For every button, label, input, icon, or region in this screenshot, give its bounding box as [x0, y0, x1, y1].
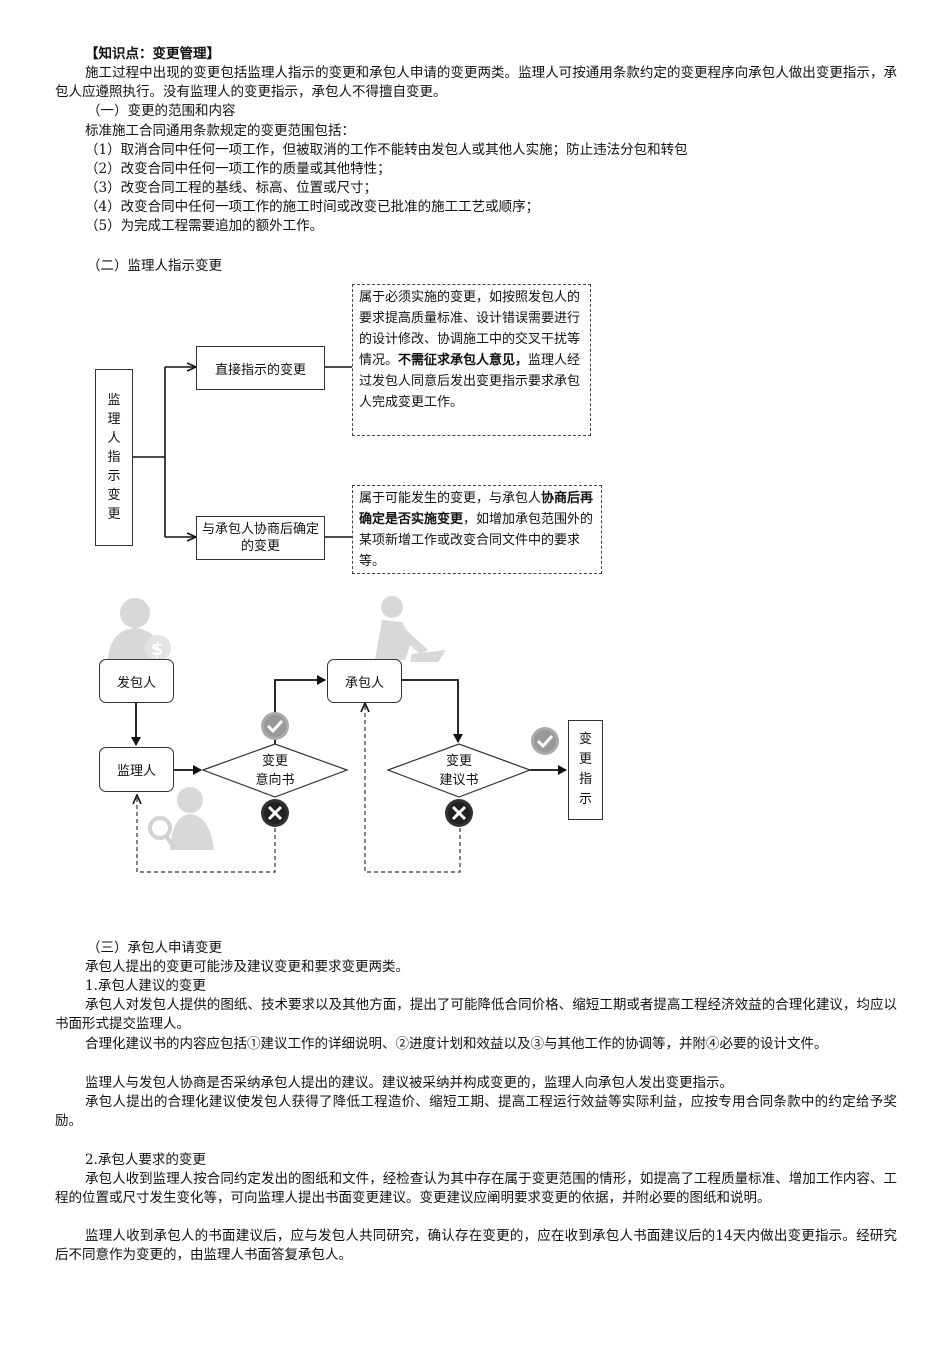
note1-text-a: 属于必须实施的变更，如按照发包人的要求提高质量标准、设计错误需要进行的设计修改、… [359, 290, 581, 368]
paragraph-p4: 承包人提出的合理化建议使发包人获得了降低工程造价、缩短工期、提高工程运行效益等实… [55, 1094, 897, 1129]
contractor-label: 承包人 [344, 675, 384, 691]
scope-item-4: （4）改变合同中任何一项工作的施工时间或改变已批准的施工工艺或顺序； [85, 199, 540, 215]
scope-item-1: （1）取消合同中任何一项工作，但被取消的工作不能转由发包人或其他人实施；防止违法… [85, 142, 688, 158]
supervisor-instruction-root: 监 理 人 指 示 变 更 [95, 369, 133, 546]
root-char: 人 [107, 431, 121, 446]
note1-text-bold: 不需征求承包人意见， [398, 353, 529, 368]
result-char: 示 [578, 792, 592, 807]
paragraph-p3: 监理人与发包人协商是否采纳承包人提出的建议。建议被采纳并构成变更的，监理人向承包… [85, 1075, 733, 1091]
section3-heading: （三）承包人申请变更 [87, 940, 222, 956]
subsection1-heading: 1.承包人建议的变更 [85, 978, 206, 994]
direct-instruction-note: 属于必须实施的变更，如按照发包人的要求提高质量标准、设计错误需要进行的设计修改、… [352, 284, 591, 436]
root-char: 指 [107, 450, 121, 465]
intent-letter-line1: 变更 [261, 754, 288, 769]
note2-text-bold: 协商后再确定是否实施变更 [359, 491, 594, 527]
person-magnifier-icon [148, 787, 214, 850]
direct-instruction-box: 直接指示的变更 [196, 346, 325, 390]
negotiated-change-note: 属于可能发生的变更，与承包人协商后再确定是否实施变更，如增加承包范围外的某项新增… [352, 485, 602, 574]
result-char: 变 [578, 732, 592, 747]
paragraph-p5: 承包人收到监理人按合同约定发出的图纸和文件，经检查认为其中存在属于变更范围的情形… [55, 1171, 897, 1206]
intro-paragraph: 施工过程中出现的变更包括监理人指示的变更和承包人申请的变更两类。监理人可按通用条… [55, 65, 897, 100]
check-icon [531, 727, 559, 755]
scope-item-5: （5）为完成工程需要追加的额外工作。 [85, 218, 324, 234]
person-money-icon: $ [108, 598, 171, 661]
scope-item-2: （2）改变合同中任何一项工作的质量或其他特性； [85, 161, 391, 177]
intent-letter-diamond [201, 743, 349, 798]
note2-text-b: ，如增加承包范围外的某项新增工作或改变合同文件中的要求等。 [359, 512, 594, 569]
root-char: 更 [107, 507, 121, 522]
employer-node: 发包人 [99, 659, 174, 703]
check-icon [261, 712, 289, 740]
intent-letter-label: 变更 意向书 [235, 752, 315, 790]
negotiated-change-box: 与承包人协商后确定 的变更 [196, 516, 325, 560]
section1-lead: 标准施工合同通用条款规定的变更范围包括： [85, 123, 355, 139]
result-char: 更 [578, 752, 592, 767]
cross-icon [445, 799, 473, 827]
root-char: 监 [107, 393, 121, 408]
negotiated-change-label-line1: 与承包人协商后确定 [201, 522, 319, 537]
root-char: 变 [107, 488, 121, 503]
result-char: 指 [578, 772, 592, 787]
note2-text-a: 属于可能发生的变更，与承包人 [359, 491, 542, 506]
direct-instruction-label: 直接指示的变更 [214, 362, 306, 378]
contractor-node: 承包人 [327, 659, 402, 703]
negotiated-change-label-line2: 的变更 [240, 539, 280, 554]
change-instruction-node: 变 更 指 示 [568, 720, 603, 820]
proposal-letter-line1: 变更 [445, 754, 472, 769]
root-char: 理 [107, 412, 121, 427]
root-char: 示 [107, 469, 121, 484]
subsection2-heading: 2.承包人要求的变更 [85, 1152, 206, 1168]
page-title: 【知识点：变更管理】 [85, 46, 220, 62]
person-digging-icon [375, 596, 446, 662]
supervisor-label: 监理人 [116, 764, 156, 779]
scope-item-3: （3）改变合同工程的基线、标高、位置或尺寸； [85, 180, 378, 196]
diagram2-graphics: $ [108, 596, 567, 873]
proposal-letter-label: 变更 建议书 [419, 752, 499, 790]
svg-text:$: $ [151, 639, 164, 660]
section3-lead: 承包人提出的变更可能涉及建议变更和要求变更两类。 [85, 959, 409, 975]
cross-icon [261, 799, 289, 827]
paragraph-p1: 承包人对发包人提供的图纸、技术要求以及其他方面，提出了可能降低合同价格、缩短工期… [55, 997, 897, 1032]
paragraph-p6: 监理人收到承包人的书面建议后，应与发包人共同研究，确认存在变更的，应在收到承包人… [55, 1228, 897, 1263]
employer-label: 发包人 [116, 675, 156, 691]
intent-letter-line2: 意向书 [255, 773, 295, 788]
paragraph-p2: 合理化建议书的内容应包括①建议工作的详细说明、②进度计划和效益以及③与其他工作的… [85, 1036, 828, 1052]
proposal-letter-diamond [386, 743, 532, 798]
proposal-letter-line2: 建议书 [439, 773, 479, 788]
section1-heading: （一）变更的范围和内容 [87, 103, 236, 119]
supervisor-node: 监理人 [99, 747, 174, 792]
diagram1-connectors [132, 0, 352, 600]
note1-text-b: 监理人经过发包人同意后发出变更指示要求承包人完成变更工作。 [359, 353, 581, 410]
section2-heading: （二）监理人指示变更 [87, 258, 222, 274]
